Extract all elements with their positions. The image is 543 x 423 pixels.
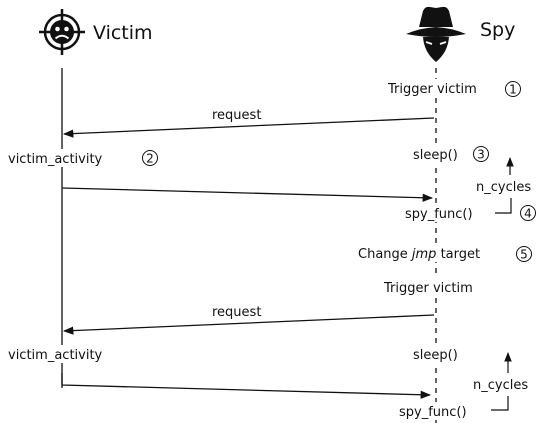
spy-icon xyxy=(406,6,466,62)
trigger-victim-label-2: Trigger victim xyxy=(383,281,473,296)
spy-func-label-1: spy_func() xyxy=(405,207,473,222)
request-label-2: request xyxy=(212,305,261,320)
victim-activity-bg-1 xyxy=(5,149,121,167)
request-arrow-2 xyxy=(62,314,435,335)
change-jmp-bg xyxy=(356,244,513,262)
step-marker-3: 3 xyxy=(473,146,489,162)
loop-connector-1 xyxy=(495,198,512,214)
victim-actor-label: Victim xyxy=(93,22,153,44)
victim-activity-label-1: victim_activity xyxy=(8,152,103,167)
response-arrow-1 xyxy=(61,187,434,202)
loop-connector-2 xyxy=(491,396,509,411)
svg-text:3: 3 xyxy=(477,148,485,162)
sleep-bg-2 xyxy=(410,345,468,363)
victim-activity-label-2: victim_activity xyxy=(8,348,103,363)
n-cycles-label-1: n_cycles xyxy=(476,180,531,195)
response-arrow-2 xyxy=(61,373,432,399)
trigger-victim-bg xyxy=(386,79,487,97)
request-arrow-1 xyxy=(62,117,435,138)
step-marker-5: 5 xyxy=(516,246,532,262)
sleep-bg-1 xyxy=(410,145,468,163)
trigger-victim-bg-2 xyxy=(381,278,492,296)
change-jmp-label: Change jmp target xyxy=(358,247,480,262)
spy-func-bg-2 xyxy=(397,402,487,420)
step-marker-4: 4 xyxy=(520,205,536,221)
spy-func-bg-1 xyxy=(403,204,493,222)
svg-text:2: 2 xyxy=(146,152,154,166)
trigger-victim-label: Trigger victim xyxy=(387,82,477,97)
victim-activity-bg-2 xyxy=(5,345,121,363)
svg-text:4: 4 xyxy=(524,207,532,221)
spy-actor-label: Spy xyxy=(480,19,515,41)
svg-text:1: 1 xyxy=(509,83,517,97)
step-marker-2: 2 xyxy=(142,150,158,166)
sleep-label-2: sleep() xyxy=(413,348,458,363)
sleep-label-1: sleep() xyxy=(413,148,458,163)
step-marker-1: 1 xyxy=(505,81,521,97)
sad-face-target-icon xyxy=(39,9,85,55)
n-cycles-label-2: n_cycles xyxy=(473,378,528,393)
request-label-1: request xyxy=(212,108,261,123)
svg-text:5: 5 xyxy=(520,248,528,262)
spy-func-label-2: spy_func() xyxy=(399,405,467,420)
